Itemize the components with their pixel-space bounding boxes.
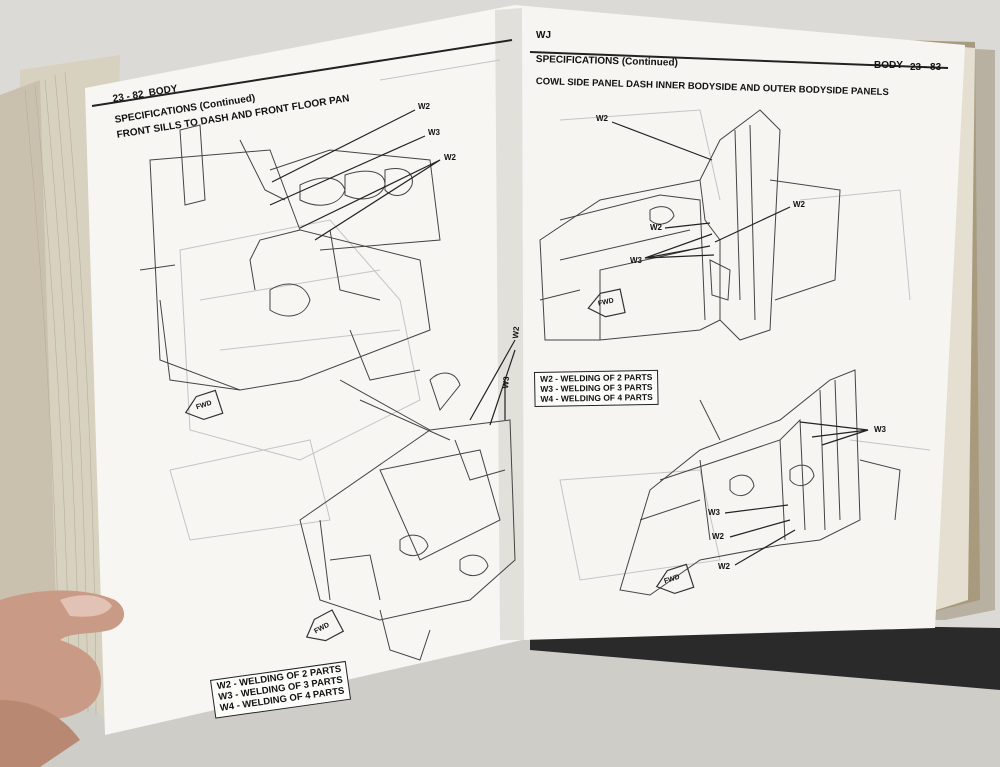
callout-w2-left: W2 [650, 223, 662, 232]
callout-w3: W3 [428, 128, 440, 137]
right-upper-drawing [539, 109, 841, 341]
left-lower-drawing [299, 372, 516, 661]
right-section-label: BODY [874, 60, 903, 71]
callout-w2-b: W2 [444, 153, 456, 162]
callout-w3-b: W3 [500, 376, 512, 389]
right-faded-art [559, 109, 931, 581]
legend-item: W4 - WELDING OF 4 PARTS [540, 391, 653, 404]
callout-w2-top: W2 [596, 114, 608, 123]
hand [0, 590, 125, 767]
left-faded-art [169, 59, 501, 541]
callout-w2-mid: W2 [712, 532, 724, 541]
fwd-arrow-left-upper [184, 389, 224, 421]
right-leader-lines [611, 121, 869, 566]
fwd-arrow-left-lower [305, 609, 345, 642]
page-stack-edge [0, 80, 60, 740]
right-header-rule [529, 51, 949, 69]
left-header-rule [91, 39, 513, 107]
callout-w2-right: W2 [793, 200, 805, 209]
callout-w3-right: W3 [874, 425, 886, 434]
left-page [85, 5, 522, 735]
right-page [515, 5, 965, 640]
right-page-number: 23 - 83 [910, 62, 942, 73]
fwd-arrow-right-upper [587, 288, 626, 318]
right-model-tag: WJ [536, 30, 551, 41]
callout-w3-left: W3 [630, 256, 642, 265]
book-spine-shadow [530, 620, 1000, 690]
right-weld-legend: W2 - WELDING OF 2 PARTS W3 - WELDING OF … [534, 369, 659, 408]
left-upper-drawing [139, 124, 441, 391]
right-lower-drawing [619, 369, 901, 596]
callout-w2-c: W2 [510, 326, 522, 339]
callout-w2-a: W2 [418, 102, 430, 111]
callout-w3-lower: W3 [708, 508, 720, 517]
gutter-shadow [495, 8, 524, 640]
left-leader-lines [269, 109, 516, 426]
callout-w2-low: W2 [718, 562, 730, 571]
fwd-arrow-right-lower [655, 563, 695, 595]
